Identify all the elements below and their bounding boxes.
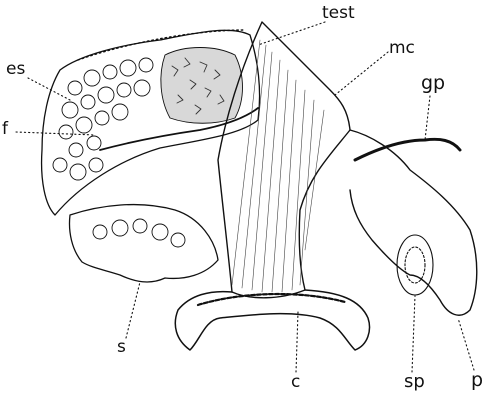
label-f: f	[2, 121, 8, 138]
leader-sp	[412, 296, 415, 372]
label-p: p	[471, 371, 483, 390]
label-es: es	[6, 61, 25, 78]
label-s: s	[117, 339, 126, 356]
genital-duct	[355, 139, 460, 160]
leader-gp	[425, 96, 430, 140]
label-test: test	[322, 5, 355, 22]
leader-f	[16, 132, 95, 135]
leader-test	[258, 22, 325, 45]
leader-p	[458, 318, 474, 370]
sperm-sac	[397, 235, 433, 295]
label-mc: mc	[389, 40, 415, 57]
lower-lobe-cells	[93, 219, 185, 247]
lower-lobe-outline	[70, 205, 219, 282]
stalk-fibres	[232, 40, 324, 292]
leader-mc	[335, 52, 388, 95]
label-gp: gp	[421, 74, 445, 93]
label-sp: sp	[404, 373, 425, 391]
leader-c	[296, 312, 298, 372]
label-c: c	[291, 374, 300, 391]
test-mass	[161, 48, 243, 124]
egg-cells	[53, 58, 153, 180]
leader-s	[126, 282, 140, 338]
base-inner-edge	[198, 294, 345, 305]
base-outline	[175, 290, 369, 350]
right-lobe-outline	[350, 130, 477, 315]
